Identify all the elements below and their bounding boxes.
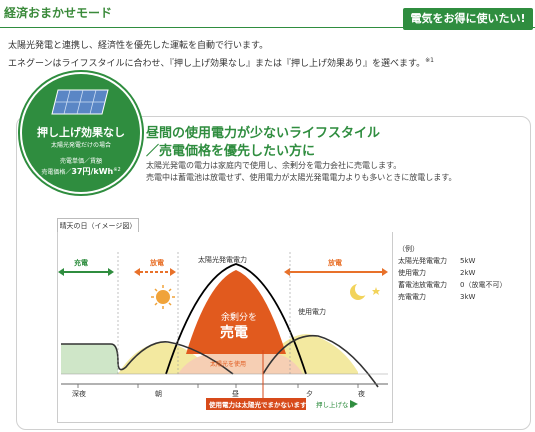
label-usage: 使用電力 — [298, 307, 326, 316]
intro-note-mark: ※1 — [425, 57, 435, 64]
discharge-am-head-right — [170, 268, 176, 276]
badge-note-prefix: 売電価格／ — [41, 169, 72, 176]
badge-subheading: 太陽光発電だけの場合 — [50, 142, 111, 149]
sun-icon — [151, 285, 175, 309]
x-tick-noon: 昼 — [232, 390, 239, 398]
badge-price: 37円/kWh — [71, 167, 114, 176]
intro-line-2-text: エネグーンはライフスタイルに合わせ、『押し上げ効果なし』または『押し上げ効果あり… — [8, 59, 426, 69]
label-surplus-1: 余剰分を — [221, 311, 257, 323]
self-use-area — [178, 354, 303, 374]
push-up-arrow — [350, 400, 358, 408]
legend-row: 売電電力 3kW — [398, 292, 475, 302]
usage-curve — [61, 334, 379, 388]
intro-line-1: 太陽光発電と連携し、経済性を優先した運転を自動で行います。 — [8, 41, 269, 51]
x-tick-night: 夜 — [358, 389, 365, 398]
legend-label: 売電電力 — [398, 293, 426, 301]
label-push-up: 押し上げなし — [316, 400, 355, 409]
solar-panel-icon — [51, 89, 109, 115]
label-discharge-am: 放電 — [149, 258, 164, 267]
lead-line-2: ／売電価格を優先したい方に — [146, 144, 316, 159]
intro-line-2: エネグーンはライフスタイルに合わせ、『押し上げ効果なし』または『押し上げ効果あり… — [8, 56, 434, 69]
header-divider — [0, 27, 535, 28]
charge-arrow-head-left — [58, 268, 64, 276]
legend-label: 使用電力 — [398, 269, 426, 277]
badge-note-2: 売電価格／37円/kWh※2 — [28, 166, 134, 177]
x-tick-late-night: 深夜 — [72, 389, 86, 398]
callout-box — [206, 398, 306, 410]
label-callout: 使用電力は太陽光でまかないます — [208, 400, 307, 409]
chart-area: 充電 放電 太陽光発電電力 放電 余剰分を 売電 使用電力 太陽光を使用 使用電… — [57, 232, 393, 423]
charge-area-tail — [107, 344, 118, 374]
label-discharge-pm: 放電 — [327, 258, 342, 267]
legend-row: 使用電力 2kW — [398, 268, 475, 278]
moon-icon — [350, 282, 380, 300]
badge-heading: 押し上げ効果なし — [37, 126, 125, 139]
legend-row: 太陽光発電電力 5kW — [398, 256, 475, 266]
label-surplus-2: 売電 — [220, 324, 248, 341]
legend-value: 3kW — [460, 293, 476, 301]
description-line-1: 太陽光発電の電力は家庭内で使用し、余剰分を電力会社に売電します。 — [146, 161, 402, 170]
lead-line-1: 昼間の使用電力が少ないライフスタイル — [146, 126, 381, 141]
charge-arrow-head-right — [108, 268, 114, 276]
description-line-2: 売電中は蓄電池は放電せず、使用電力が太陽光発電電力よりも多いときに放電します。 — [146, 173, 457, 182]
legend-label: 蓄電池放電電力 — [398, 281, 447, 289]
badge-note-1: 売電単価／賃額 — [59, 158, 102, 165]
discharge-pm-head-left — [284, 268, 290, 276]
label-solar-power: 太陽光発電電力 — [198, 255, 247, 264]
legend-label: 太陽光発電電力 — [398, 257, 447, 265]
label-charge: 充電 — [74, 258, 88, 267]
label-self-use: 太陽光を使用 — [210, 360, 246, 368]
solar-curve — [165, 263, 307, 375]
mode-badge: 電気をお得に使いたい! — [403, 8, 533, 30]
charge-area — [61, 344, 107, 374]
discharge-pm-head-right — [382, 268, 388, 276]
legend-title: （例） — [398, 245, 419, 253]
x-tick-morning: 朝 — [155, 390, 162, 398]
legend-value: 5kW — [460, 257, 476, 265]
legend-value: 0（放電不可） — [460, 281, 507, 289]
mode-title: 経済おまかせモード — [4, 6, 113, 20]
badge-price-mark: ※2 — [113, 167, 121, 173]
power-chart: 充電 放電 太陽光発電電力 放電 余剰分を 売電 使用電力 太陽光を使用 使用電… — [58, 252, 388, 410]
legend-value: 2kW — [460, 269, 476, 277]
surplus-area — [186, 270, 286, 354]
x-tick-evening: 夕 — [306, 389, 313, 398]
discharge-am-head-left — [134, 268, 140, 276]
legend-row: 蓄電池放電電力 0（放電不可） — [398, 280, 506, 290]
